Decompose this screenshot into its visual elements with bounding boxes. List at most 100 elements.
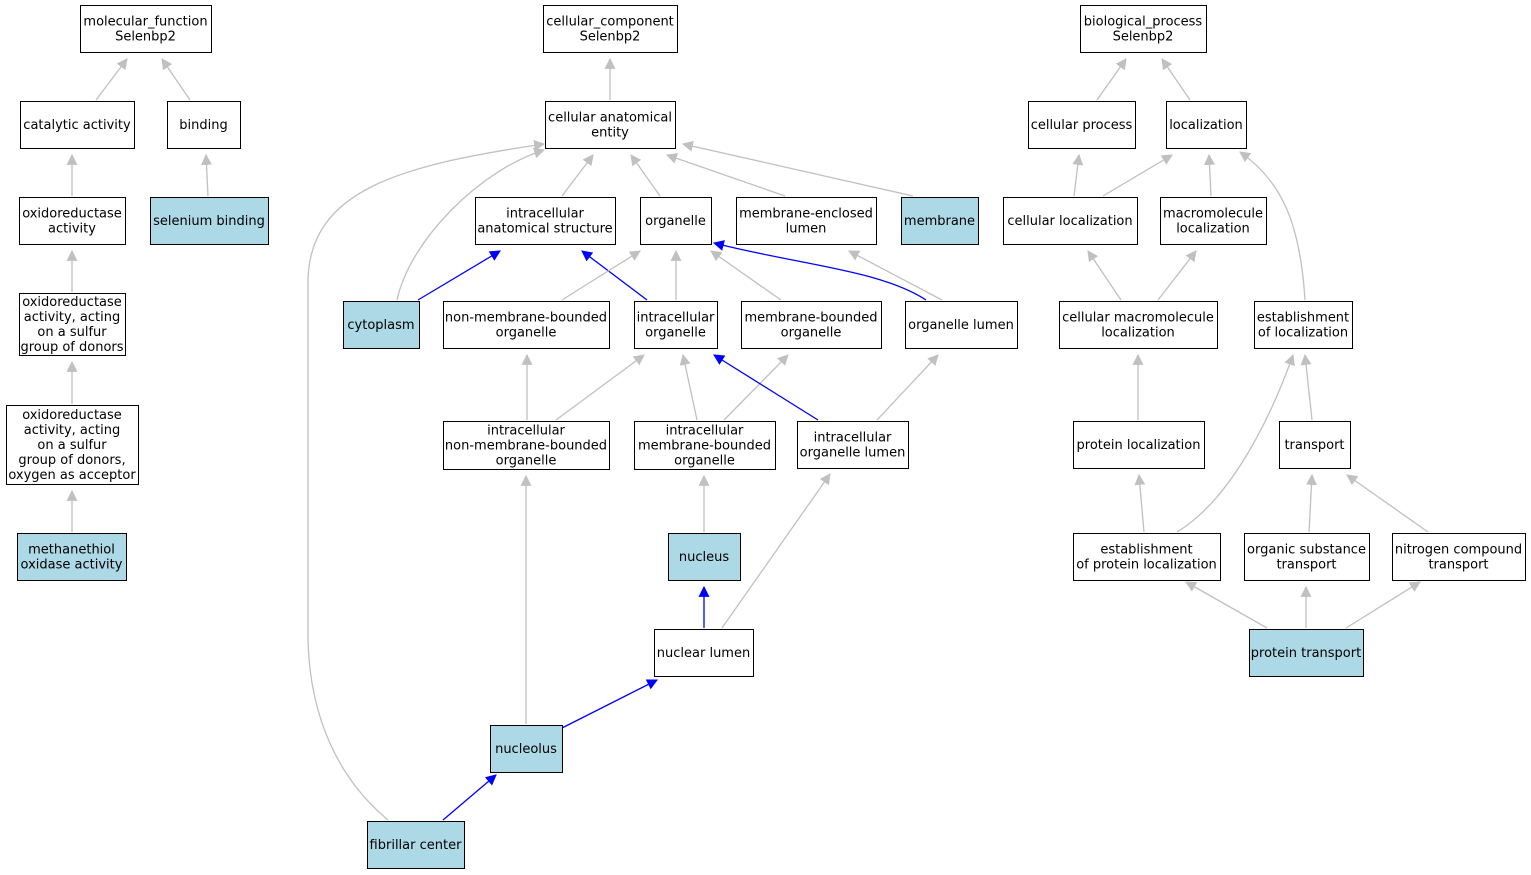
node-box [668,533,741,581]
node-box [1003,197,1138,245]
node-box [80,5,212,53]
node-box [543,5,678,53]
edge-orgsubst-to-transport [1305,473,1317,533]
node-label-line: transport [1428,558,1488,573]
node-label-line: binding [179,118,227,133]
node-label-line: cellular macromolecule [1062,311,1214,326]
edge-imbo-to-intraorg [679,353,698,421]
node-organelle[interactable]: organelle [640,197,712,245]
node-box [19,197,126,245]
edge-iol-to-orglumen [876,354,939,421]
node-protloc[interactable]: protein localization [1073,421,1205,469]
edge-estloc-to-localization [1239,151,1306,301]
node-label-line: cellular localization [1007,214,1132,229]
node-label-line: intracellular [487,424,565,439]
node-selenium[interactable]: selenium binding [150,197,269,245]
node-nucleus[interactable]: nucleus [668,533,741,581]
node-label-line: organelle [645,326,706,341]
node-nucleolus[interactable]: nucleolus [490,725,563,773]
node-cytoplasm[interactable]: cytoplasm [343,301,420,349]
node-box [736,197,877,245]
edge-cytoplasm-to-cae [396,147,546,301]
node-catalytic[interactable]: catalytic activity [20,101,135,149]
node-box [1279,421,1351,469]
node-binding[interactable]: binding [167,101,241,149]
edge-iol-to-intraorg [713,354,819,421]
edges-layer [66,57,1429,821]
node-label-line: membrane-enclosed [739,207,873,222]
node-box [1073,421,1205,469]
node-label-line: organelle lumen [800,446,906,461]
node-label-line: organelle [674,454,735,469]
node-label-line: intracellular [814,431,892,446]
node-box [1244,533,1370,581]
node-label-line: activity, acting [24,423,121,438]
node-localization[interactable]: localization [1166,101,1247,149]
node-label-line: catalytic activity [23,118,131,133]
node-label-line: oxidoreductase [22,295,122,310]
node-label-line: intracellular [666,424,744,439]
node-fibrillar[interactable]: fibrillar center [367,821,465,869]
node-label-line: cellular_component [546,15,674,30]
node-label-line: organelle [496,326,557,341]
node-box [367,821,465,869]
node-box [167,101,241,149]
node-label-line: non-membrane-bounded [445,311,607,326]
node-cellloc[interactable]: cellular localization [1003,197,1138,245]
node-membrane[interactable]: membrane [901,197,979,245]
edge-nmbo-to-organelle [561,250,641,301]
node-nuclumen[interactable]: nuclear lumen [654,629,754,677]
node-prottransport[interactable]: protein transport [1249,629,1364,677]
node-orglumen[interactable]: organelle lumen [905,301,1018,349]
node-label-line: on a sulfur [37,438,107,453]
node-box [343,301,420,349]
edge-nucleolus-to-nuclumen [561,679,658,729]
node-box [150,197,269,245]
node-box [634,301,718,349]
node-label-line: selenium binding [153,214,265,229]
node-label-line: organelle [496,454,557,469]
node-box [6,405,139,485]
node-box [17,533,127,581]
node-label-line: organelle lumen [908,318,1014,333]
node-transport[interactable]: transport [1279,421,1351,469]
node-label-line: nuclear lumen [657,646,750,661]
edge-transport-to-estloc [1300,353,1313,421]
edge-orglumen-to-organelle [712,240,927,301]
node-box [654,629,754,677]
node-cellproc[interactable]: cellular process [1028,101,1136,149]
edge-nuclumen-to-iol [721,473,831,629]
node-label-line: establishment [1257,311,1349,326]
node-label-line: establishment [1100,543,1192,558]
edge-membrane-to-cae [681,140,914,197]
node-box [475,197,616,245]
node-label-line: lumen [786,222,827,237]
node-label-line: methanethiol [28,543,115,558]
edge-prottransport-to-estprotloc [1185,581,1268,629]
node-label-line: of protein localization [1076,558,1217,573]
node-inmbo[interactable]: intracellularnon-membrane-boundedorganel… [443,421,610,470]
edge-fibrillar-to-nucleolus [442,774,497,821]
